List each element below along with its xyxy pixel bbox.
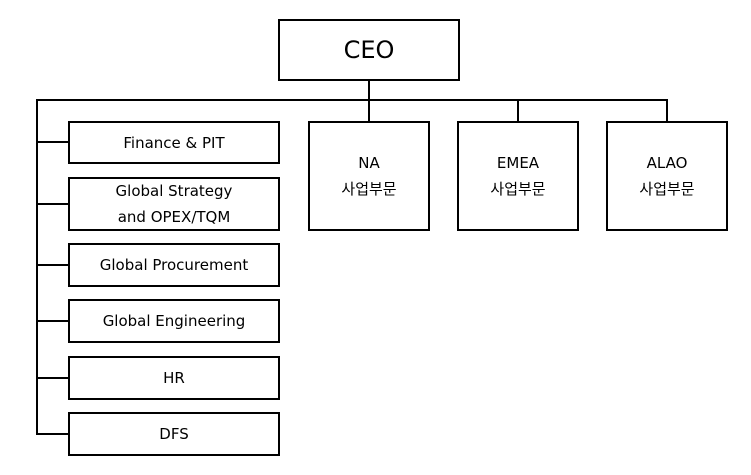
global-strategy-label-line1: Global Strategy <box>115 182 233 200</box>
na-drop-connector <box>368 99 370 122</box>
emea-drop-connector <box>517 99 519 122</box>
left-vertical-spine <box>36 99 38 435</box>
strategy-branch-connector <box>36 203 70 205</box>
engineering-branch-connector <box>36 320 70 322</box>
alao-drop-connector <box>666 99 668 122</box>
dfs-branch-connector <box>36 433 70 435</box>
emea-division-label-line2: 사업부문 <box>490 180 546 198</box>
finance-branch-connector <box>36 141 70 143</box>
global-procurement-box: Global Procurement <box>68 243 280 287</box>
finance-pit-label: Finance & PIT <box>123 133 225 152</box>
hr-box: HR <box>68 356 280 400</box>
hr-branch-connector <box>36 377 70 379</box>
alao-division-label-line2: 사업부문 <box>639 180 695 198</box>
global-strategy-box: Global Strategy and OPEX/TQM <box>68 177 280 231</box>
emea-division-label-line1: EMEA <box>496 154 540 172</box>
global-engineering-box: Global Engineering <box>68 299 280 343</box>
dfs-box: DFS <box>68 412 280 456</box>
ceo-down-connector <box>368 79 370 101</box>
global-engineering-label: Global Engineering <box>102 312 246 330</box>
global-procurement-label: Global Procurement <box>99 256 249 274</box>
hr-label: HR <box>163 369 185 387</box>
procurement-branch-connector <box>36 264 70 266</box>
top-horizontal-connector <box>36 99 668 101</box>
emea-division-box: EMEA 사업부문 <box>457 121 579 231</box>
dfs-label: DFS <box>159 425 189 443</box>
alao-division-label-line1: ALAO <box>646 154 688 172</box>
na-division-box: NA 사업부문 <box>308 121 430 231</box>
global-strategy-label-line2: and OPEX/TQM <box>117 208 231 226</box>
na-division-label-line1: NA <box>358 154 380 172</box>
ceo-box: CEO <box>278 19 460 81</box>
alao-division-box: ALAO 사업부문 <box>606 121 728 231</box>
finance-pit-box: Finance & PIT <box>68 121 280 164</box>
na-division-label-line2: 사업부문 <box>341 180 397 198</box>
ceo-label: CEO <box>343 36 395 64</box>
